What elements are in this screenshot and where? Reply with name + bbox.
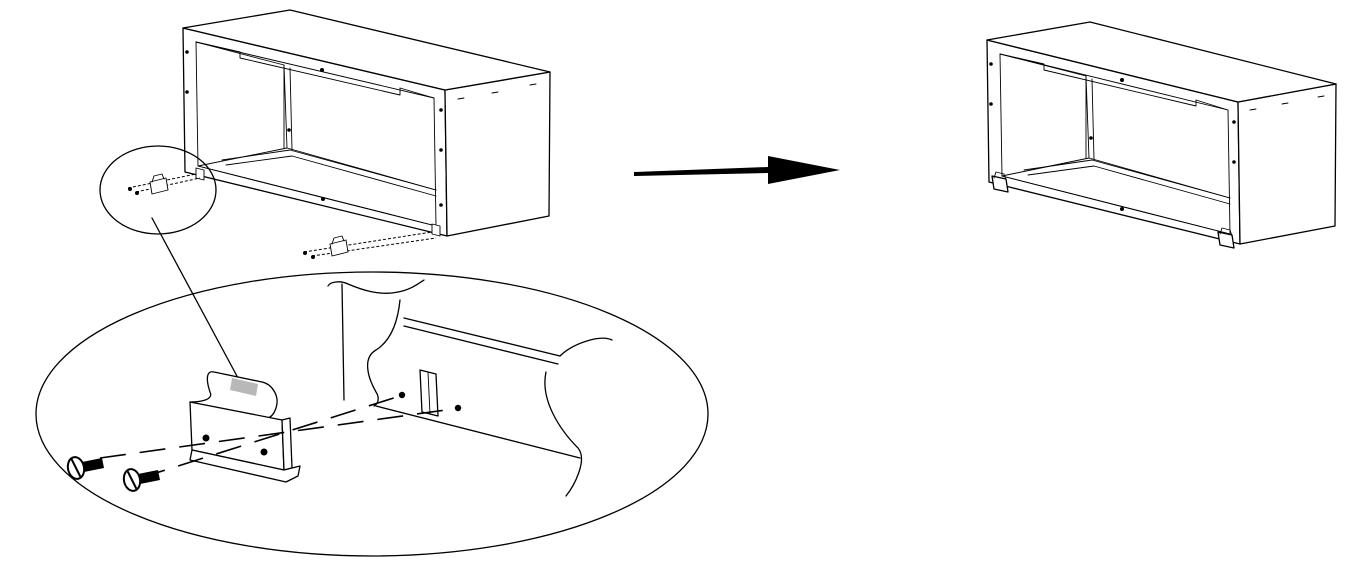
screw-icon — [122, 468, 160, 492]
bracket-explode-right — [303, 231, 437, 259]
wall-sleeve-after — [986, 21, 1337, 249]
wall-sleeve-before — [182, 9, 551, 237]
detail-magnified-view — [35, 271, 709, 557]
screw-icon — [66, 456, 104, 480]
detail-callout-circle — [99, 145, 217, 235]
detail-leader-line — [151, 217, 239, 379]
bracket-explode-left — [127, 173, 201, 195]
right-arrow-icon — [634, 156, 840, 184]
